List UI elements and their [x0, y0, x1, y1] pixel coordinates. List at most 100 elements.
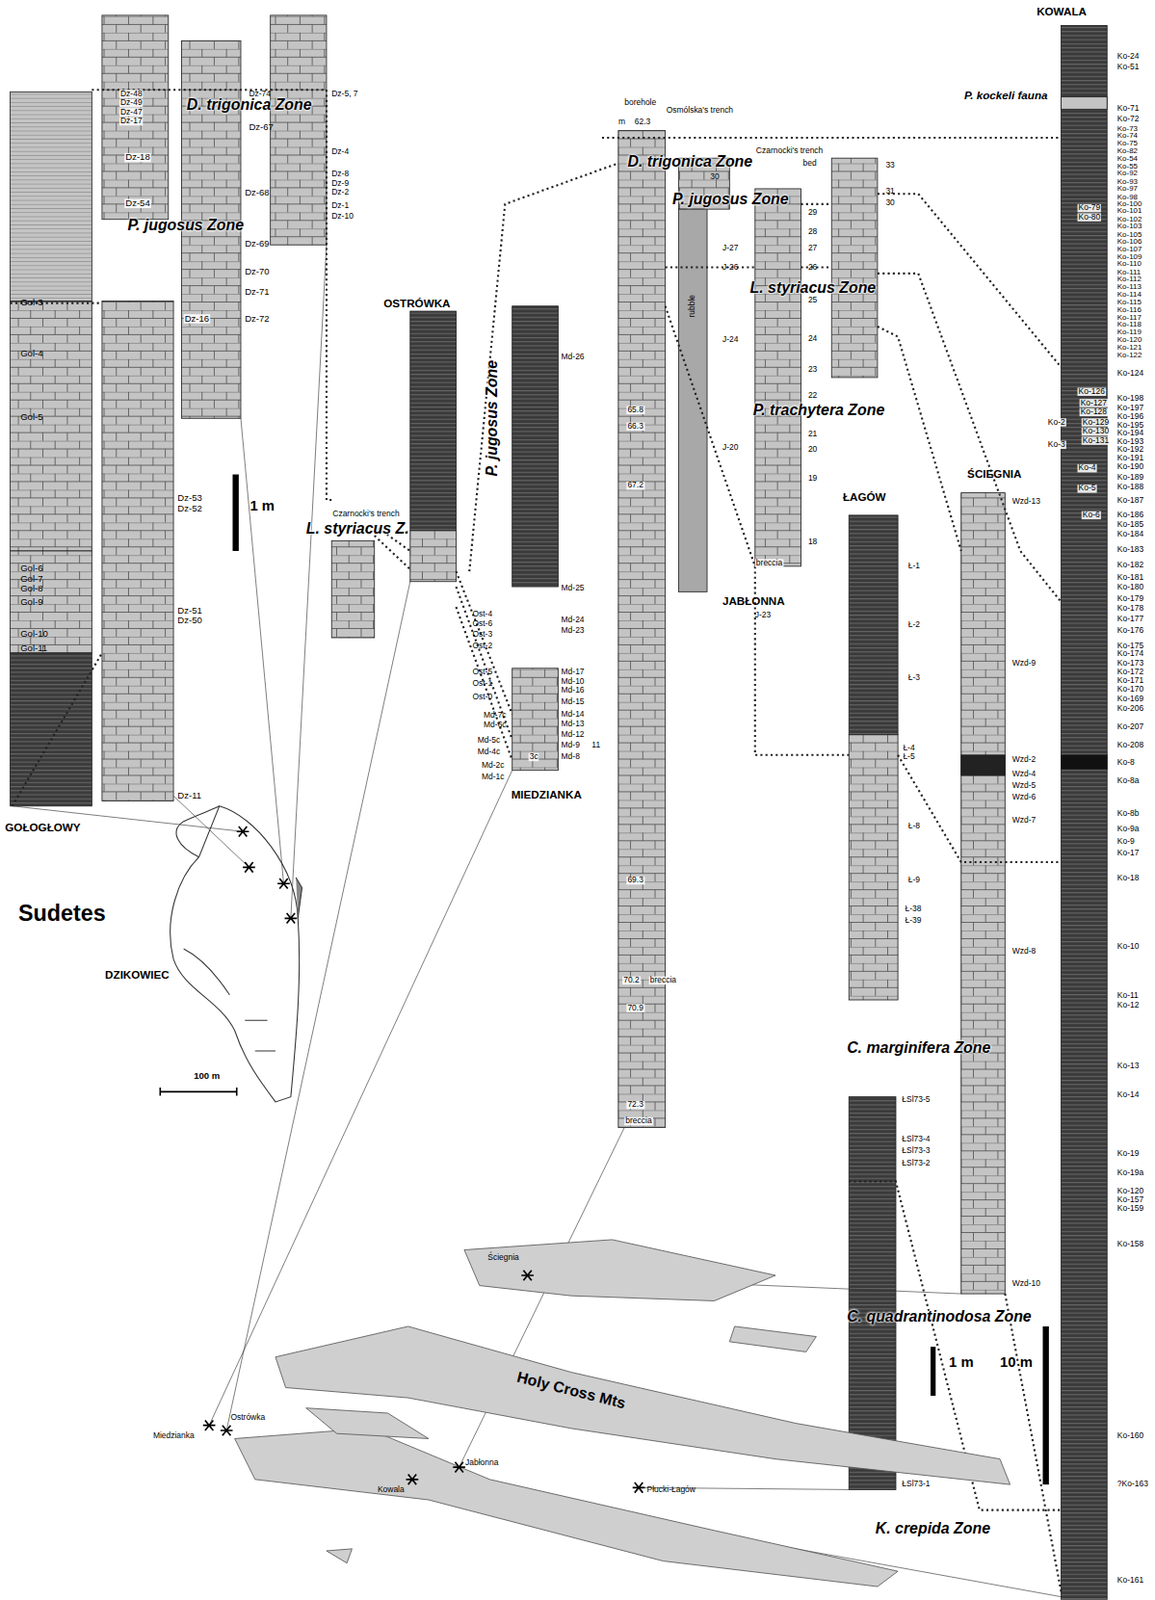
sample-label: Ko-19a	[1117, 1169, 1144, 1178]
sample-label: Ost-6	[472, 620, 493, 629]
sample-label: Osmólska's trench	[666, 105, 734, 114]
sample-label: Miedzianka	[153, 1432, 195, 1441]
sample-label: Ko-191	[1117, 453, 1144, 462]
sample-label: Ko-112	[1117, 275, 1142, 284]
sample-label: Ko-9a	[1117, 825, 1140, 834]
drawing-part	[455, 571, 512, 714]
sample-label: 19	[808, 474, 817, 483]
drawing-part	[930, 1346, 936, 1396]
drawing-part	[848, 1097, 896, 1491]
sample-label: Ko-197	[1117, 403, 1144, 412]
sample-label: ŁSl73-3	[901, 1147, 930, 1155]
drawing-part	[295, 877, 302, 919]
drawing-part	[102, 300, 174, 801]
sample-label: Ost-5	[472, 668, 493, 677]
drawing-part	[232, 474, 238, 552]
sample-label: Dz-47	[119, 107, 144, 116]
sample-label: Gol-4	[20, 348, 43, 359]
sample-label: Ko-54	[1117, 155, 1138, 163]
sample-label: Ko-11	[1117, 992, 1139, 1000]
sample-label: Dz-71	[244, 288, 269, 298]
sample-label: Md-12	[561, 730, 585, 738]
sample-label: Md-24	[561, 616, 585, 625]
drawing-part	[176, 806, 220, 858]
drawing-part	[326, 1548, 352, 1564]
zone-label: L. styriacus Zone	[750, 279, 877, 295]
sample-label: 70.2	[622, 976, 641, 985]
section-name: OSTRÓWKA	[383, 297, 450, 310]
section-name: 1 m	[250, 498, 276, 513]
drawing-part	[848, 735, 898, 1000]
drawing-part	[232, 474, 1049, 1486]
sample-label: J-23	[755, 610, 771, 619]
sample-label: Ko-101	[1117, 207, 1143, 215]
sample-label: Ko-169	[1117, 694, 1144, 703]
sample-label: rubble	[688, 294, 697, 318]
sample-label: Ko-10	[1117, 943, 1140, 951]
zone-label: P. jugosus Zone	[484, 360, 500, 477]
sample-label: Gol-10	[20, 630, 49, 640]
sample-label: Ko-93	[1117, 177, 1138, 185]
sample-label: Md-15	[561, 697, 585, 706]
sample-label: Ko-129	[1081, 418, 1110, 426]
section-name: DZIKOWIEC	[105, 969, 170, 981]
drawing-part	[406, 1474, 420, 1486]
sample-label: Wzd-7	[1012, 815, 1036, 824]
sample-label: Ko-195	[1117, 420, 1144, 429]
sample-label: Gol-3	[20, 297, 43, 308]
sample-label: Wzd-8	[1012, 947, 1036, 956]
drawing-part	[10, 89, 1062, 1592]
sample-label: 33	[885, 160, 894, 169]
sample-label: Md-14	[561, 709, 585, 718]
drawing-part	[236, 826, 250, 838]
sample-label: Ko-128	[1079, 408, 1108, 417]
sample-label: Ko-75	[1117, 139, 1138, 148]
sample-label: Ko-206	[1117, 705, 1144, 713]
sample-label: Czarnocki's trench	[332, 510, 399, 519]
sample-label: Ko-111	[1117, 267, 1141, 276]
sample-label: Ko-127	[1079, 398, 1108, 407]
drawing-part	[10, 91, 93, 301]
sample-label: Ściegnia	[487, 1254, 520, 1262]
sample-label: 26	[808, 262, 817, 271]
section-name: 1 m	[948, 1355, 974, 1370]
sample-label: Dz-54	[124, 199, 152, 210]
sample-label: Dz-10	[331, 211, 354, 220]
sample-label: J-24	[722, 335, 738, 343]
sample-label: ŁSl73-5	[901, 1096, 930, 1104]
sample-label: Dz-67	[248, 122, 273, 132]
sample-label: Ko-98	[1117, 192, 1138, 201]
sample-label: ŁSl73-2	[901, 1158, 930, 1167]
sample-label: Ko-182	[1117, 561, 1144, 570]
sample-label: Dz-50	[177, 616, 202, 627]
sample-label: Dz-69	[244, 239, 269, 250]
drawing-part	[665, 306, 850, 756]
sample-label: Ko-157	[1117, 1195, 1144, 1204]
sample-label: Ł-8	[908, 822, 920, 831]
sample-label: Ko-190	[1117, 463, 1144, 472]
sample-label: 65.8	[626, 406, 645, 415]
sample-label: 3c	[528, 753, 540, 762]
sample-label: Ko-19	[1117, 1150, 1140, 1158]
drawing-part	[10, 15, 1108, 1600]
sample-label: ?Ko-163	[1117, 1480, 1149, 1489]
sample-label: Ko-92	[1117, 169, 1138, 178]
drawing-part	[203, 1419, 216, 1431]
drawing-part	[410, 311, 457, 531]
drawing-part	[10, 653, 93, 807]
sample-label: Ko-107	[1117, 245, 1143, 254]
section-name: GOŁOGŁOWY	[4, 822, 80, 835]
drawing-part	[173, 795, 249, 867]
sample-label: Md-23	[561, 626, 585, 634]
sample-label: 67.2	[626, 481, 645, 490]
zone-label: L. styriacus Z.	[306, 520, 410, 536]
drawing-part	[374, 535, 411, 570]
sample-label: Dz-1	[331, 202, 349, 210]
section-name: Sudetes	[18, 902, 106, 925]
sample-label: Dz-17	[119, 117, 144, 126]
sample-label: Wzd-5	[1012, 781, 1036, 789]
zone-label: P. trachytera Zone	[753, 401, 886, 418]
sample-label: 24	[808, 334, 817, 342]
drawing-part	[455, 586, 512, 740]
sample-label: Md-26	[561, 352, 585, 361]
